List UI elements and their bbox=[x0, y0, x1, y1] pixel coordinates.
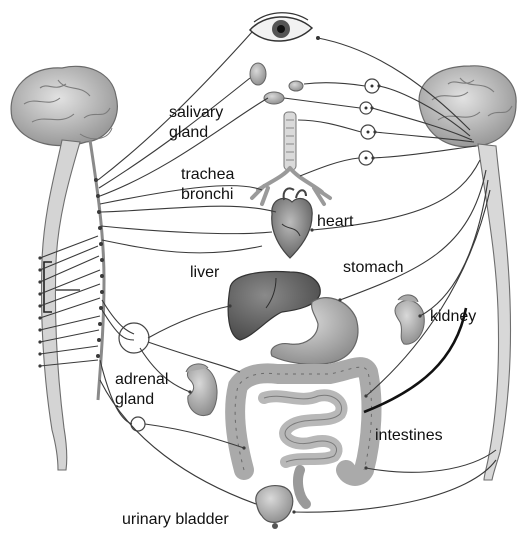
label-salivary-gland-line2: gland bbox=[169, 123, 223, 143]
label-salivary-gland-line1: salivary bbox=[169, 103, 223, 123]
label-heart: heart bbox=[317, 212, 353, 232]
label-kidney: kidney bbox=[430, 307, 476, 327]
salivary-glands bbox=[250, 63, 303, 104]
heart bbox=[272, 188, 312, 258]
liver bbox=[228, 272, 320, 340]
eye bbox=[250, 13, 320, 41]
left-brain bbox=[11, 66, 117, 145]
label-adrenal-line2: gland bbox=[115, 390, 168, 410]
intestines bbox=[235, 367, 371, 504]
label-bronchi-line: bronchi bbox=[181, 185, 234, 205]
right-kidney bbox=[395, 295, 424, 344]
label-urinary-bladder: urinary bladder bbox=[122, 510, 229, 530]
label-adrenal-gland: adrenal gland bbox=[115, 370, 168, 410]
urinary-bladder bbox=[256, 486, 293, 529]
label-liver: liver bbox=[190, 263, 219, 283]
label-intestines: intestines bbox=[375, 426, 443, 446]
label-salivary-gland: salivary gland bbox=[169, 103, 223, 143]
label-trachea-bronchi: trachea bronchi bbox=[181, 165, 234, 205]
right-spinal-cord bbox=[478, 144, 511, 480]
left-spinal-cord bbox=[41, 140, 104, 470]
label-trachea-line: trachea bbox=[181, 165, 234, 185]
label-stomach: stomach bbox=[343, 258, 403, 278]
label-adrenal-line1: adrenal bbox=[115, 370, 168, 390]
left-kidney bbox=[186, 364, 217, 416]
trachea-bronchi bbox=[252, 112, 330, 204]
